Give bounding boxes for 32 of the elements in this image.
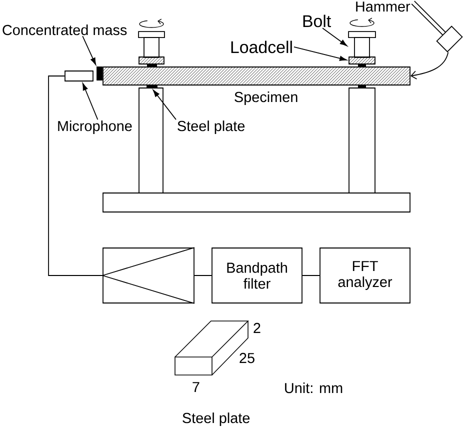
loadcell <box>138 56 164 64</box>
loadcell <box>348 56 376 64</box>
leader-arrow <box>82 83 98 120</box>
drawing-caption: Steel plate <box>182 412 250 426</box>
dimension-label: 7 <box>192 382 200 392</box>
bolt <box>138 31 165 58</box>
leader-arrow <box>82 36 96 65</box>
callout-label: Microphone <box>58 120 132 134</box>
curved-arrow <box>410 52 449 80</box>
dimension-label: 2 <box>254 322 260 333</box>
leader-arrow <box>152 90 176 120</box>
bolt <box>348 31 376 58</box>
callout-label: Concentrated mass <box>2 24 127 36</box>
hammer-label: Hammer <box>356 2 410 12</box>
support-column <box>138 88 164 194</box>
signal-cable <box>302 275 320 276</box>
analyzer-box: FFT analyzer <box>320 248 410 304</box>
support-column <box>348 88 376 194</box>
unit-note: Unit: mm <box>285 382 342 394</box>
callout-label: Loadcell <box>231 40 292 54</box>
callout-label: Steel plate <box>178 120 245 134</box>
signal-cable <box>48 76 103 276</box>
amplifier-box <box>102 247 195 304</box>
mass-block <box>96 66 102 80</box>
leader-arrow <box>294 46 347 61</box>
microphone <box>64 70 94 82</box>
dimension-label: 25 <box>240 352 254 364</box>
signal-cable <box>194 275 212 276</box>
callout-label: Bolt <box>303 14 331 28</box>
specimen-label: Specimen <box>234 92 298 105</box>
filter-box: Bandpath filter <box>212 248 302 304</box>
leader-arrow <box>322 28 348 46</box>
